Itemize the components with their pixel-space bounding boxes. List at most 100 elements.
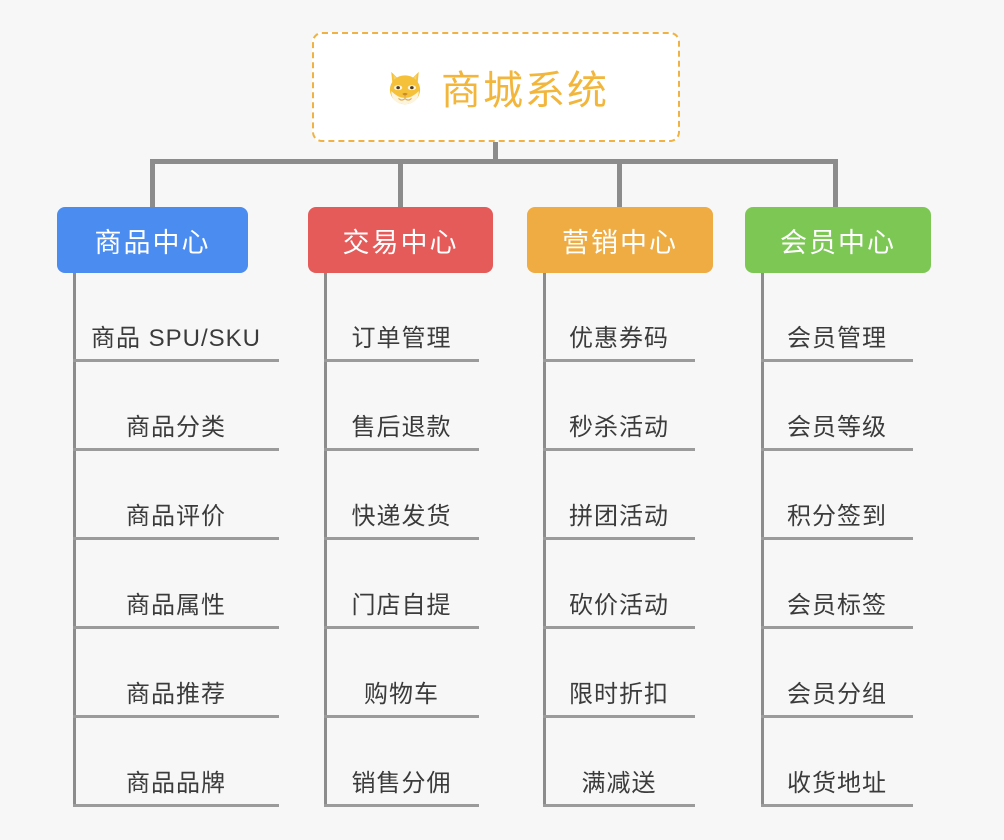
leaf-underline xyxy=(73,626,279,629)
leaf-label: 秒杀活动 xyxy=(569,414,669,441)
leaf-list: 会员管理会员等级积分签到会员标签会员分组收货地址 xyxy=(761,273,913,807)
leaf-item[interactable]: 订单管理 xyxy=(324,273,479,362)
leaf-label: 积分签到 xyxy=(787,503,887,530)
leaf-item[interactable]: 商品属性 xyxy=(73,540,279,629)
leaf-label: 收货地址 xyxy=(787,770,887,797)
leaf-underline xyxy=(324,626,479,629)
leaf-underline xyxy=(324,715,479,718)
category-header-marketing-center[interactable]: 营销中心 xyxy=(527,207,713,273)
leaf-underline xyxy=(761,359,913,362)
shiba-inu-icon xyxy=(383,65,427,109)
leaf-underline xyxy=(324,804,479,807)
leaf-underline xyxy=(761,448,913,451)
leaf-label: 拼团活动 xyxy=(569,503,669,530)
leaf-item[interactable]: 销售分佣 xyxy=(324,718,479,807)
category-column-member-center: 会员中心会员管理会员等级积分签到会员标签会员分组收货地址 xyxy=(745,207,931,807)
category-column-product-center: 商品中心商品 SPU/SKU 商品分类商品评价商品属性商品推荐商品品牌 xyxy=(57,207,279,807)
connector-stem xyxy=(493,142,498,162)
leaf-underline xyxy=(761,537,913,540)
leaf-underline xyxy=(73,448,279,451)
leaf-item[interactable]: 收货地址 xyxy=(761,718,913,807)
category-header-product-center[interactable]: 商品中心 xyxy=(57,207,248,273)
connector-bus xyxy=(150,159,838,164)
leaf-underline xyxy=(324,359,479,362)
leaf-underline xyxy=(543,626,695,629)
leaf-label: 限时折扣 xyxy=(569,681,669,708)
leaf-underline xyxy=(324,537,479,540)
leaf-item[interactable]: 购物车 xyxy=(324,629,479,718)
leaf-item[interactable]: 商品品牌 xyxy=(73,718,279,807)
connector-drop-2 xyxy=(398,159,403,207)
connector-drop-4 xyxy=(833,159,838,207)
category-header-label: 交易中心 xyxy=(342,227,459,258)
leaf-label: 快递发货 xyxy=(351,503,452,530)
leaf-label: 商品品牌 xyxy=(126,770,226,797)
leaf-label: 会员等级 xyxy=(787,414,887,441)
leaf-underline xyxy=(761,626,913,629)
leaf-item[interactable]: 商品分类 xyxy=(73,362,279,451)
leaf-list: 商品 SPU/SKU 商品分类商品评价商品属性商品推荐商品品牌 xyxy=(73,273,279,807)
root-node[interactable]: 商城系统 xyxy=(312,32,680,142)
connector-drop-3 xyxy=(617,159,622,207)
leaf-label: 销售分佣 xyxy=(351,770,452,797)
leaf-item[interactable]: 砍价活动 xyxy=(543,540,695,629)
leaf-underline xyxy=(543,804,695,807)
category-header-label: 商品中心 xyxy=(94,227,211,258)
category-header-label: 营销中心 xyxy=(562,227,678,258)
category-column-trade-center: 交易中心订单管理售后退款快递发货门店自提购物车销售分佣 xyxy=(308,207,493,807)
leaf-item[interactable]: 会员管理 xyxy=(761,273,913,362)
leaf-label: 商品 SPU/SKU xyxy=(90,325,262,352)
leaf-list: 优惠券码秒杀活动拼团活动砍价活动限时折扣满减送 xyxy=(543,273,695,807)
category-header-member-center[interactable]: 会员中心 xyxy=(745,207,931,273)
leaf-label: 订单管理 xyxy=(351,325,452,352)
leaf-label: 会员分组 xyxy=(787,681,887,708)
leaf-item[interactable]: 会员分组 xyxy=(761,629,913,718)
leaf-underline xyxy=(761,715,913,718)
leaf-item[interactable]: 秒杀活动 xyxy=(543,362,695,451)
column-spine xyxy=(761,273,764,807)
leaf-label: 售后退款 xyxy=(351,414,452,441)
leaf-label: 优惠券码 xyxy=(569,325,669,352)
category-header-trade-center[interactable]: 交易中心 xyxy=(308,207,493,273)
leaf-list: 订单管理售后退款快递发货门店自提购物车销售分佣 xyxy=(324,273,479,807)
leaf-underline xyxy=(543,537,695,540)
leaf-underline xyxy=(73,715,279,718)
leaf-underline xyxy=(73,359,279,362)
category-header-label: 会员中心 xyxy=(780,227,896,258)
leaf-item[interactable]: 拼团活动 xyxy=(543,451,695,540)
leaf-underline xyxy=(73,537,279,540)
leaf-label: 会员标签 xyxy=(787,592,887,619)
leaf-item[interactable]: 优惠券码 xyxy=(543,273,695,362)
leaf-underline xyxy=(761,804,913,807)
category-column-marketing-center: 营销中心优惠券码秒杀活动拼团活动砍价活动限时折扣满减送 xyxy=(527,207,713,807)
leaf-underline xyxy=(543,448,695,451)
leaf-underline xyxy=(73,804,279,807)
leaf-item[interactable]: 门店自提 xyxy=(324,540,479,629)
leaf-underline xyxy=(324,448,479,451)
leaf-item[interactable]: 积分签到 xyxy=(761,451,913,540)
root-title: 商城系统 xyxy=(441,69,609,113)
leaf-label: 购物车 xyxy=(364,681,439,708)
column-spine xyxy=(324,273,327,807)
leaf-item[interactable]: 会员标签 xyxy=(761,540,913,629)
leaf-underline xyxy=(543,359,695,362)
leaf-label: 满减送 xyxy=(581,770,657,797)
leaf-label: 商品属性 xyxy=(126,592,226,619)
leaf-label: 砍价活动 xyxy=(569,592,669,619)
connector-drop-1 xyxy=(150,159,155,207)
column-spine xyxy=(73,273,76,807)
leaf-label: 门店自提 xyxy=(351,592,452,619)
leaf-item[interactable]: 商品 SPU/SKU xyxy=(73,273,279,362)
leaf-label: 商品评价 xyxy=(126,503,226,530)
leaf-item[interactable]: 快递发货 xyxy=(324,451,479,540)
leaf-label: 会员管理 xyxy=(787,325,887,352)
leaf-underline xyxy=(543,715,695,718)
leaf-item[interactable]: 会员等级 xyxy=(761,362,913,451)
leaf-item[interactable]: 满减送 xyxy=(543,718,695,807)
leaf-item[interactable]: 商品推荐 xyxy=(73,629,279,718)
leaf-label: 商品推荐 xyxy=(126,681,226,708)
leaf-item[interactable]: 商品评价 xyxy=(73,451,279,540)
leaf-item[interactable]: 限时折扣 xyxy=(543,629,695,718)
leaf-item[interactable]: 售后退款 xyxy=(324,362,479,451)
